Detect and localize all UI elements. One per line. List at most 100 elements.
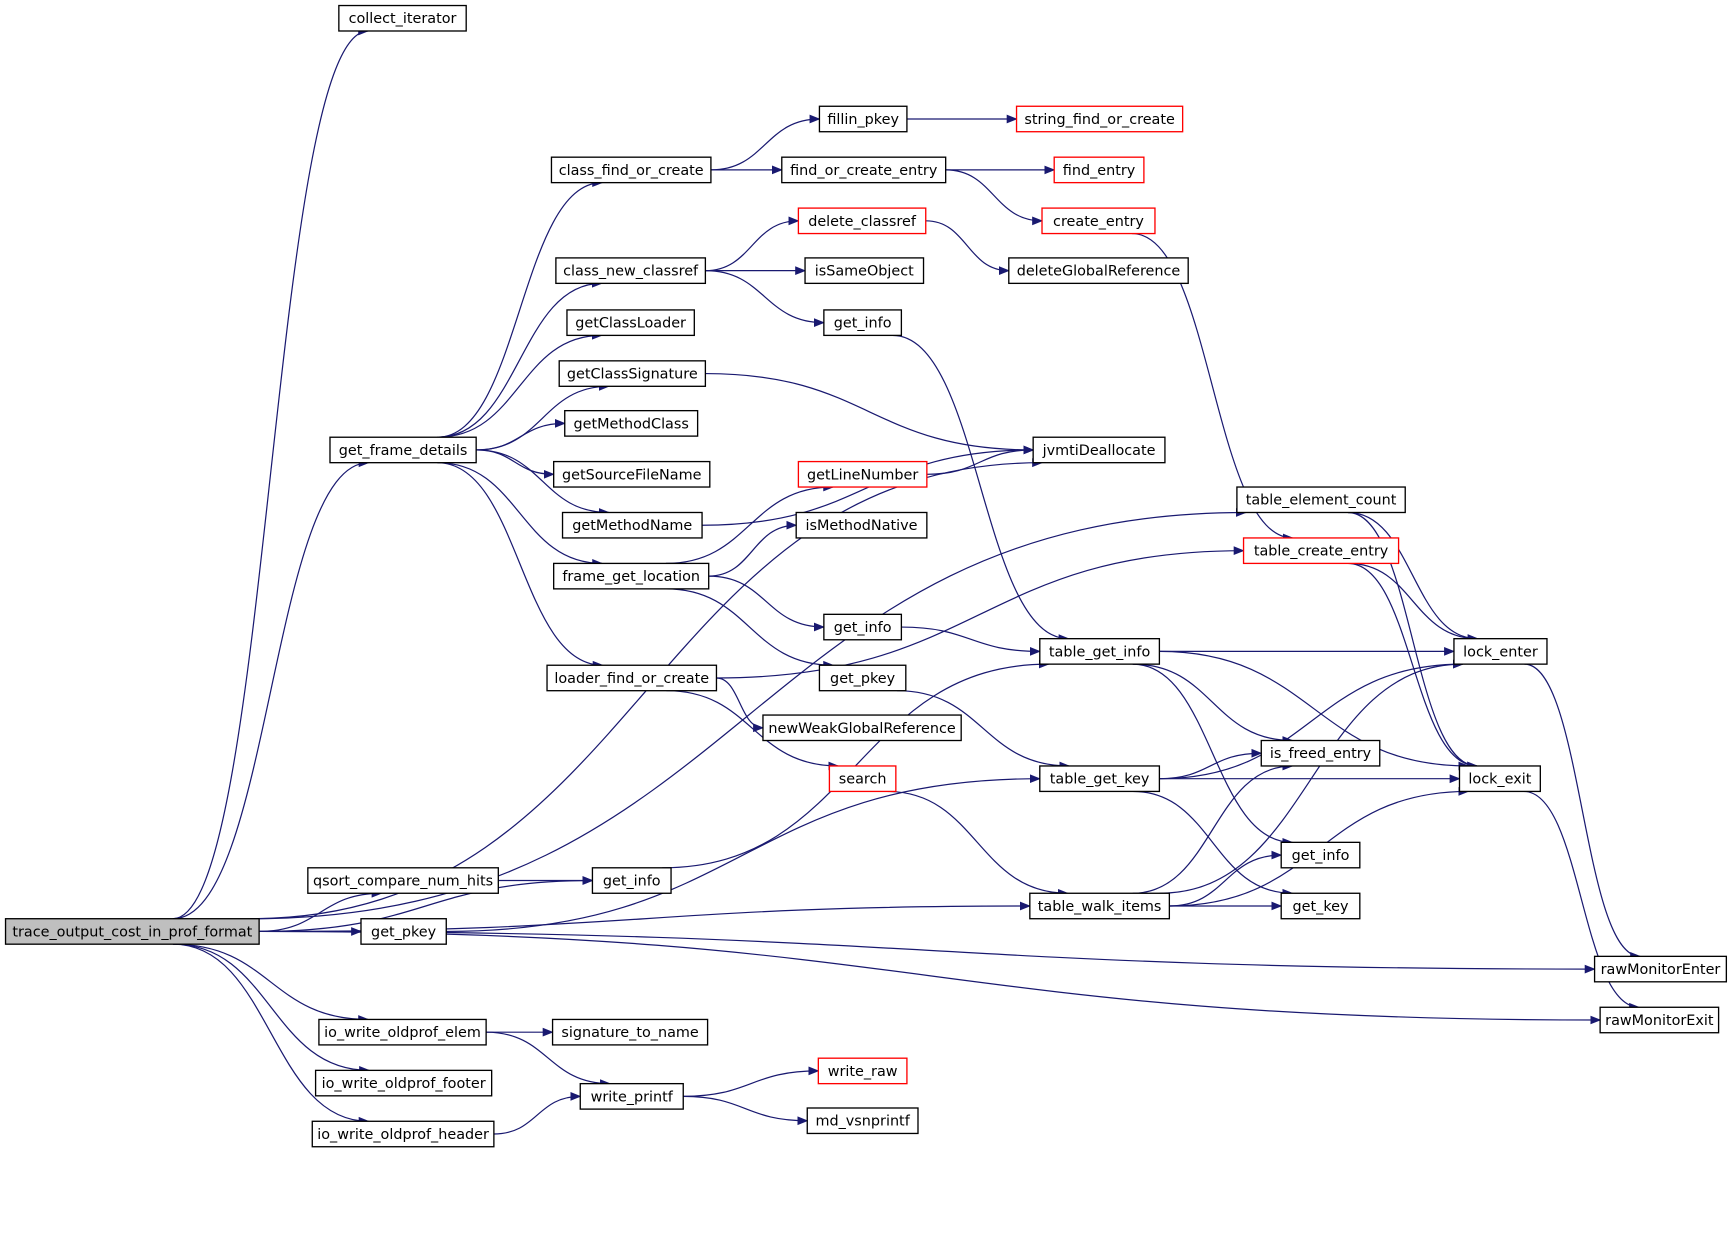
node-create-entry[interactable]: create_entry: [1041, 207, 1156, 235]
node-qsort-compare-num-hits[interactable]: qsort_compare_num_hits: [307, 867, 499, 894]
node-get-key[interactable]: get_key: [1280, 892, 1361, 920]
node-collect-iterator[interactable]: collect_iterator: [338, 4, 467, 32]
node-io-write-oldprof-elem[interactable]: io_write_oldprof_elem: [318, 1018, 487, 1046]
edge-root-to-qsort-compare-num-hits: [259, 888, 383, 933]
node-delete-classref[interactable]: delete_classref: [797, 207, 927, 235]
edge-root-to-get-frame-details: [172, 458, 370, 920]
edge-arrow: [1347, 562, 1479, 644]
node-delete-global-reference[interactable]: deleteGlobalReference: [1008, 257, 1189, 285]
node-jvmti-deallocate[interactable]: jvmtiDeallocate: [1032, 436, 1166, 464]
edge-arrow: [683, 1095, 809, 1126]
node-label: class_find_or_create: [559, 163, 704, 179]
edge-io-write-oldprof-header-to-write-printf: [493, 1092, 582, 1135]
node-write-raw[interactable]: write_raw: [817, 1057, 908, 1085]
edge-find-or-create-entry-to-create-entry: [945, 169, 1044, 226]
node-fillin-pkey[interactable]: fillin_pkey: [818, 105, 908, 133]
node-table-create-entry[interactable]: table_create_entry: [1242, 537, 1400, 565]
edge-get-frame-details-to-class-find-or-create: [437, 178, 604, 438]
node-box: [797, 460, 928, 488]
edge-arrow: [925, 220, 1010, 276]
edge-arrow: [665, 588, 835, 670]
node-label: create_entry: [1053, 214, 1144, 230]
node-string-find-or-create[interactable]: string_find_or_create: [1015, 105, 1184, 133]
node-signature-to-name[interactable]: signature_to_name: [551, 1018, 709, 1046]
node-box: [561, 511, 703, 539]
edge-root-to-collect-iterator: [172, 26, 370, 920]
node-get-source-file-name[interactable]: getSourceFileName: [553, 460, 711, 488]
edge-get-class-signature-to-jvmti-deallocate: [705, 372, 1035, 455]
node-is-method-native[interactable]: isMethodNative: [795, 511, 928, 539]
root-node[interactable]: trace_output_cost_in_prof_format: [4, 918, 260, 945]
node-get-method-class[interactable]: getMethodClass: [564, 409, 699, 437]
node-label: table_get_key: [1050, 772, 1150, 788]
node-box: [314, 1069, 493, 1097]
node-get-line-number[interactable]: getLineNumber: [797, 460, 928, 488]
node-table-get-key[interactable]: table_get_key: [1039, 765, 1161, 793]
node-box: [781, 156, 947, 184]
node-lock-enter[interactable]: lock_enter: [1453, 638, 1548, 665]
node-get-info[interactable]: get_info: [1280, 841, 1361, 869]
node-is-freed-entry[interactable]: is_freed_entry: [1260, 739, 1381, 767]
node-class-find-or-create[interactable]: class_find_or_create: [550, 156, 712, 184]
edge-get-frame-details-to-class-new-classref: [437, 278, 603, 438]
edge-arrow: [683, 1066, 820, 1097]
node-io-write-oldprof-footer[interactable]: io_write_oldprof_footer: [314, 1069, 493, 1097]
node-new-weak-global-reference[interactable]: newWeakGlobalReference: [762, 714, 962, 742]
node-raw-monitor-enter[interactable]: rawMonitorEnter: [1593, 955, 1728, 983]
node-find-entry[interactable]: find_entry: [1053, 156, 1145, 184]
edge-table-walk-items-to-get-info-e: [1169, 850, 1283, 907]
edge-table-get-info-to-get-info-e: [1132, 663, 1294, 847]
node-label: trace_output_cost_in_prof_format: [12, 924, 252, 940]
node-get-frame-details[interactable]: get_frame_details: [329, 436, 477, 464]
edge-table-element-count-to-lock-enter: [1347, 511, 1479, 644]
node-box: [762, 714, 962, 742]
node-table-get-info[interactable]: table_get_info: [1039, 638, 1161, 665]
edge-get-info-c-to-table-get-info: [892, 334, 1070, 644]
node-get-info[interactable]: get_info: [591, 867, 672, 894]
node-box: [795, 511, 928, 539]
node-get-method-name[interactable]: getMethodName: [561, 511, 703, 539]
node-search[interactable]: search: [828, 765, 897, 793]
edge-arrow: [708, 575, 825, 632]
edge-arrow: [708, 520, 798, 577]
node-box: [818, 105, 908, 133]
edge-arrow: [1132, 761, 1294, 894]
node-raw-monitor-exit[interactable]: rawMonitorExit: [1599, 1006, 1720, 1034]
node-io-write-oldprof-header[interactable]: io_write_oldprof_header: [311, 1120, 495, 1148]
node-box: [1032, 436, 1166, 464]
node-loader-find-or-create[interactable]: loader_find_or_create: [546, 664, 718, 692]
edge-frame-get-location-to-get-info-d: [708, 575, 825, 632]
edge-arrow: [1347, 511, 1479, 644]
edge-arrow: [476, 449, 555, 479]
node-write-printf[interactable]: write_printf: [579, 1082, 684, 1110]
node-class-new-classref[interactable]: class_new_classref: [555, 257, 707, 285]
node-lock-exit[interactable]: lock_exit: [1458, 765, 1541, 793]
node-get-class-signature[interactable]: getClassSignature: [558, 360, 707, 387]
node-box: [311, 1120, 495, 1148]
node-get-info[interactable]: get_info: [823, 613, 903, 641]
node-is-same-object[interactable]: isSameObject: [804, 257, 925, 285]
node-box: [817, 1057, 908, 1085]
node-box: [1053, 156, 1145, 184]
node-box: [1260, 739, 1381, 767]
edge-arrow: [665, 482, 835, 565]
node-label: write_printf: [591, 1089, 674, 1105]
node-label: is_freed_entry: [1270, 746, 1372, 762]
node-label: get_key: [1293, 899, 1349, 915]
node-get-pkey[interactable]: get_pkey: [818, 664, 907, 692]
node-frame-get-location[interactable]: frame_get_location: [553, 562, 710, 590]
node-label: md_vsnprintf: [815, 1114, 910, 1130]
node-get-info[interactable]: get_info: [823, 309, 903, 337]
node-table-walk-items[interactable]: table_walk_items: [1029, 892, 1171, 920]
edge-get-frame-details-to-get-method-name: [476, 449, 610, 517]
node-box: [1593, 955, 1728, 983]
node-table-element-count[interactable]: table_element_count: [1236, 486, 1406, 514]
node-get-pkey[interactable]: get_pkey: [360, 918, 447, 945]
edge-arrow: [1132, 663, 1294, 745]
node-md-vsnprintf[interactable]: md_vsnprintf: [806, 1107, 919, 1135]
node-find-or-create-entry[interactable]: find_or_create_entry: [781, 156, 947, 184]
node-get-class-loader[interactable]: getClassLoader: [566, 309, 695, 337]
node-label: getSourceFileName: [562, 467, 702, 483]
node-label: jvmtiDeallocate: [1042, 443, 1156, 459]
edge-arrow: [173, 943, 371, 1075]
